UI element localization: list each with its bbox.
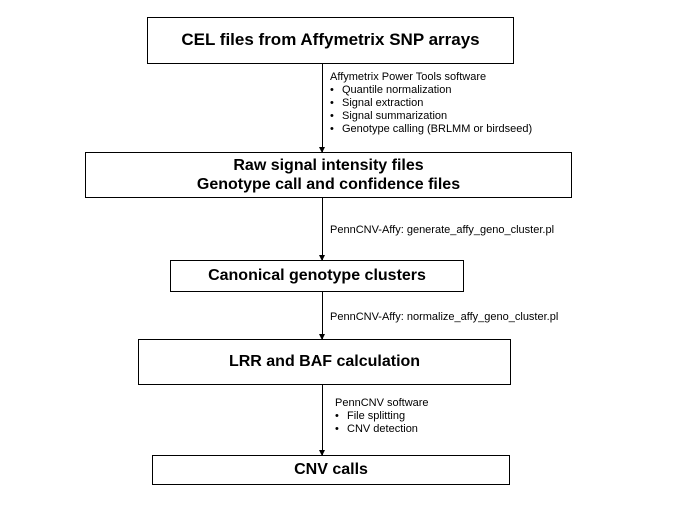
transition-note-normalize-cluster-heading: PennCNV-Affy: normalize_affy_geno_cluste… [330, 311, 559, 323]
list-item: CNV detection [335, 423, 429, 436]
transition-note-penncnv-heading: PennCNV software [335, 397, 429, 409]
step-cnv-calls-label: CNV calls [294, 461, 368, 479]
step-cel-files: CEL files from Affymetrix SNP arrays [147, 17, 514, 64]
flow-arrow-2 [319, 198, 325, 261]
transition-note-generate-cluster: PennCNV-Affy: generate_affy_geno_cluster… [330, 224, 554, 237]
list-item: Quantile normalization [330, 84, 532, 97]
flow-arrow-1 [319, 64, 325, 153]
flow-arrow-4 [319, 385, 325, 456]
transition-note-apt: Affymetrix Power Tools software Quantile… [330, 71, 532, 136]
step-raw-signal-files: Raw signal intensity files Genotype call… [85, 152, 572, 198]
flow-arrow-3 [319, 292, 325, 340]
list-item: Signal summarization [330, 110, 532, 123]
list-item: Genotype calling (BRLMM or birdseed) [330, 123, 532, 136]
list-item: Signal extraction [330, 97, 532, 110]
step-canonical-clusters: Canonical genotype clusters [170, 260, 464, 292]
list-item: File splitting [335, 410, 429, 423]
transition-note-apt-list: Quantile normalization Signal extraction… [330, 84, 532, 136]
transition-note-penncnv: PennCNV software File splitting CNV dete… [335, 397, 429, 436]
step-lrr-baf-label: LRR and BAF calculation [228, 353, 421, 371]
step-lrr-baf: LRR and BAF calculation [138, 339, 511, 385]
transition-note-penncnv-list: File splitting CNV detection [335, 410, 429, 436]
step-raw-signal-line-1: Raw signal intensity files [233, 156, 424, 174]
step-cnv-calls: CNV calls [152, 455, 510, 485]
transition-note-apt-heading: Affymetrix Power Tools software [330, 71, 487, 83]
transition-note-normalize-cluster: PennCNV-Affy: normalize_affy_geno_cluste… [330, 311, 558, 324]
step-cel-files-label: CEL files from Affymetrix SNP arrays [181, 30, 480, 50]
step-raw-signal-line-2: Genotype call and confidence files [196, 176, 461, 193]
transition-note-generate-cluster-heading: PennCNV-Affy: generate_affy_geno_cluster… [330, 224, 555, 236]
step-canonical-clusters-label: Canonical genotype clusters [208, 267, 426, 285]
